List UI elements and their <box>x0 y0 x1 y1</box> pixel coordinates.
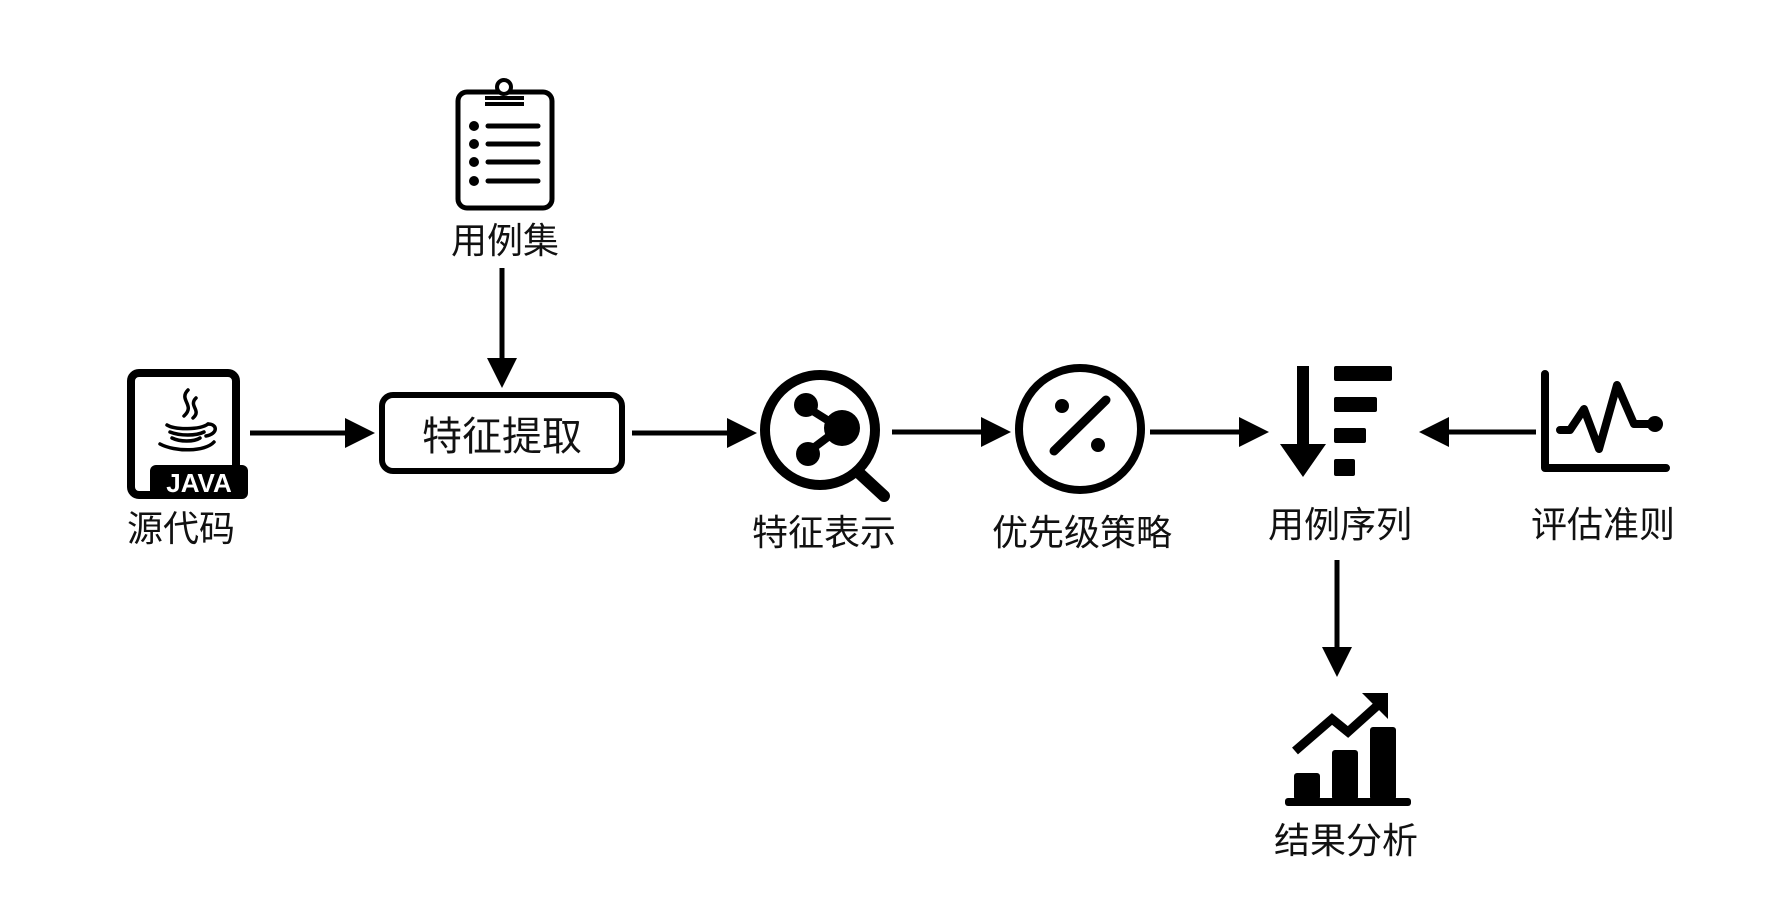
feature-extraction-box: 特征提取 <box>379 392 625 474</box>
evaluation-criteria-label: 评估准则 <box>1530 505 1676 546</box>
bar-chart-trend-icon <box>1285 693 1411 806</box>
sort-descending-icon <box>1280 366 1392 477</box>
test-sequence-label: 用例序列 <box>1267 505 1413 546</box>
line-chart-icon <box>1541 370 1670 472</box>
java-file-icon: JAVA <box>127 369 248 499</box>
molecule-search-icon <box>760 370 890 502</box>
result-analysis-label: 结果分析 <box>1273 821 1419 862</box>
feature-extraction-label: 特征提取 <box>422 414 582 460</box>
clipboard-list-icon <box>455 78 555 211</box>
coffee-cup-icon <box>158 388 217 452</box>
percent-circle-icon <box>1015 364 1145 494</box>
java-badge: JAVA <box>166 468 232 498</box>
priority-strategy-label: 优先级策略 <box>991 513 1173 554</box>
feature-representation-label: 特征表示 <box>751 513 897 554</box>
test-set-label: 用例集 <box>450 221 560 262</box>
source-code-label: 源代码 <box>126 509 236 550</box>
